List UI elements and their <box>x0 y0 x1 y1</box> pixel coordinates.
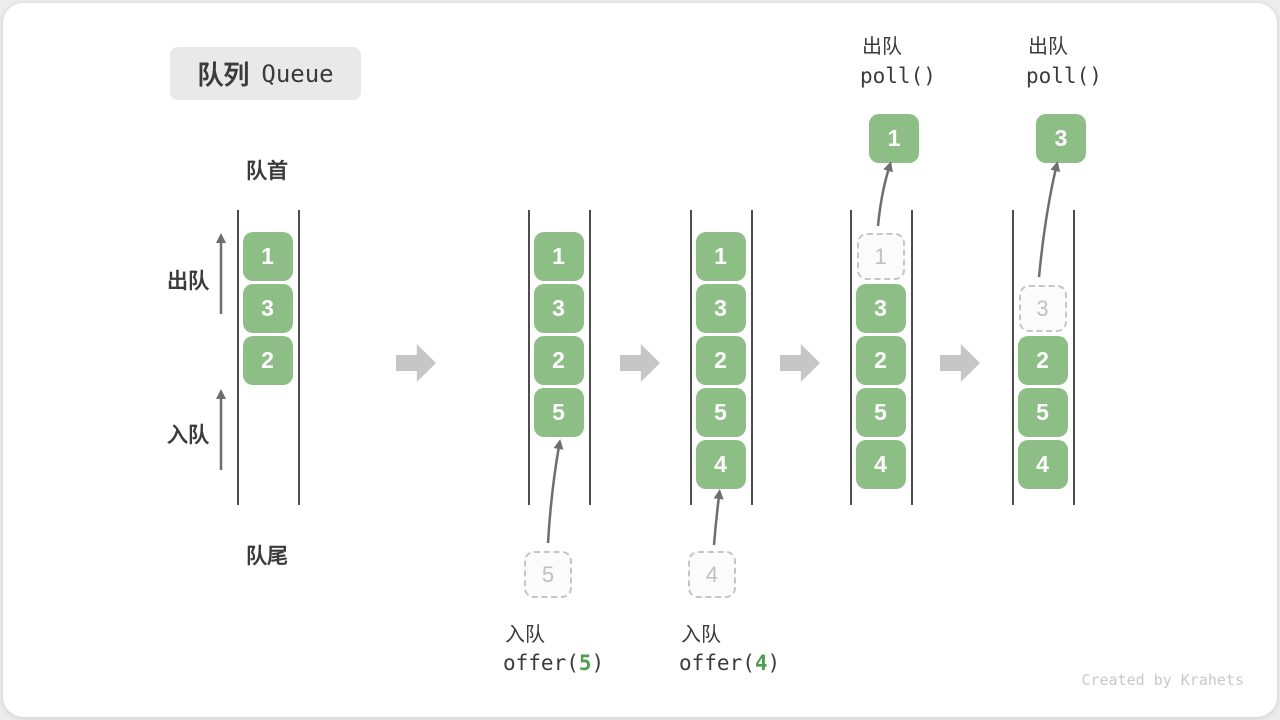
title-box: 队列 Queue <box>170 47 361 100</box>
queue-cell-removed: 1 <box>856 233 905 280</box>
queue-cell: 2 <box>855 336 906 385</box>
label-enqueue: 入队 <box>167 424 209 447</box>
title-chinese: 队列 <box>197 60 250 90</box>
op-code-prefix: poll() <box>860 64 936 88</box>
label-queue-rear: 队尾 <box>246 545 288 568</box>
queue-cell: 4 <box>695 440 746 489</box>
queue-wall-right <box>751 210 753 505</box>
op-code-arg: 5 <box>578 651 592 675</box>
queue-cell: 4 <box>855 440 906 489</box>
op-code-arg: 4 <box>754 651 768 675</box>
queue-cell: 3 <box>855 284 906 333</box>
op-code-prefix: poll() <box>1026 64 1102 88</box>
op-code: poll() <box>1026 64 1102 88</box>
op-code-suffix: ) <box>767 651 781 675</box>
queue-cell: 5 <box>1017 388 1068 437</box>
enqueue-item-box: 4 <box>688 551 736 598</box>
watermark: Created by Krahets <box>1081 671 1244 689</box>
op-code: poll() <box>860 64 936 88</box>
op-code: offer(5) <box>503 651 604 675</box>
queue-cell: 4 <box>1017 440 1068 489</box>
op-code-suffix: ) <box>591 651 605 675</box>
label-queue-front: 队首 <box>246 160 288 183</box>
queue-wall-left <box>528 210 530 505</box>
queue-cell: 3 <box>695 284 746 333</box>
op-label-enqueue: 入队 <box>681 624 721 646</box>
queue-wall-right <box>1073 210 1075 505</box>
queue-cell: 1 <box>242 232 293 281</box>
queue-wall-left <box>237 210 239 505</box>
queue-cell: 2 <box>533 336 584 385</box>
op-code: offer(4) <box>679 651 780 675</box>
queue-cell: 2 <box>695 336 746 385</box>
queue-cell-removed: 3 <box>1018 285 1067 332</box>
op-code-prefix: offer( <box>679 651 755 675</box>
queue-cell: 5 <box>533 388 584 437</box>
queue-cell: 5 <box>695 388 746 437</box>
dequeued-item-box: 1 <box>869 114 919 163</box>
op-label-enqueue: 入队 <box>505 624 545 646</box>
queue-cell: 1 <box>533 232 584 281</box>
op-code-prefix: offer( <box>503 651 579 675</box>
queue-wall-left <box>850 210 852 505</box>
queue-wall-left <box>690 210 692 505</box>
queue-cell: 1 <box>695 232 746 281</box>
label-dequeue: 出队 <box>167 270 209 293</box>
queue-wall-right <box>298 210 300 505</box>
queue-wall-right <box>589 210 591 505</box>
queue-cell: 2 <box>242 336 293 385</box>
queue-wall-left <box>1012 210 1014 505</box>
queue-cell: 3 <box>242 284 293 333</box>
enqueue-item-box: 5 <box>524 551 572 598</box>
queue-cell: 3 <box>533 284 584 333</box>
op-label-dequeue: 出队 <box>1028 36 1068 58</box>
queue-cell: 2 <box>1017 336 1068 385</box>
queue-cell: 5 <box>855 388 906 437</box>
title-english: Queue <box>261 59 334 88</box>
queue-wall-right <box>911 210 913 505</box>
op-label-dequeue: 出队 <box>862 36 902 58</box>
dequeued-item-box: 3 <box>1036 114 1086 163</box>
